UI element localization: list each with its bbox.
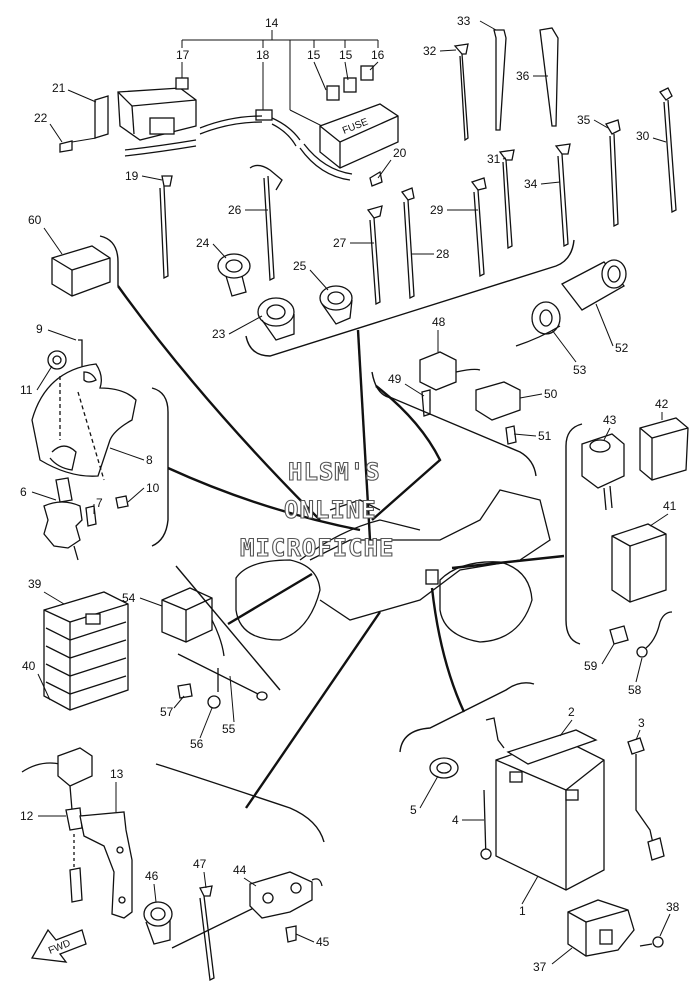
watermark: HLSM'S ONLINE MICROFICHE xyxy=(239,457,395,562)
callout-53: 53 xyxy=(573,363,587,377)
callout-18: 18 xyxy=(256,48,270,62)
callout-43: 43 xyxy=(603,413,617,427)
callout-9: 9 xyxy=(36,322,43,336)
callout-11: 11 xyxy=(20,383,33,397)
callout-55: 55 xyxy=(222,722,236,736)
callout-28: 28 xyxy=(436,247,450,261)
callout-5: 5 xyxy=(410,803,417,817)
rectifier-regulator xyxy=(43,591,129,711)
left-top-bracket xyxy=(99,235,119,286)
callout-15b: 15 xyxy=(339,48,353,62)
callout-27: 27 xyxy=(333,236,347,250)
sensor-group-bracket xyxy=(175,565,281,691)
callout-45: 45 xyxy=(316,935,330,949)
brake-switch-group xyxy=(143,871,323,981)
callout-44: 44 xyxy=(233,863,247,877)
callout-12: 12 xyxy=(20,809,34,823)
relay-group-bracket xyxy=(371,371,537,477)
callout-15a: 15 xyxy=(307,48,321,62)
callout-47: 47 xyxy=(193,857,207,871)
battery-group-bracket xyxy=(399,682,535,753)
right-group-bracket xyxy=(565,423,583,645)
cable-ties-top xyxy=(453,27,677,228)
watermark-line-2: ONLINE xyxy=(284,496,377,524)
callout-56: 56 xyxy=(190,737,204,751)
callout-1: 1 xyxy=(519,904,526,918)
sensor-54-group xyxy=(161,587,268,709)
callout-38: 38 xyxy=(666,900,680,914)
callout-7: 7 xyxy=(96,496,103,510)
watermark-line-1: HLSM'S xyxy=(288,458,381,486)
callout-37: 37 xyxy=(533,960,547,974)
callout-6: 6 xyxy=(20,485,27,499)
callout-52: 52 xyxy=(615,341,629,355)
callout-54: 54 xyxy=(122,591,136,605)
callout-24: 24 xyxy=(196,236,210,250)
fuse-holder-block xyxy=(59,87,197,157)
callout-21: 21 xyxy=(52,81,66,95)
motorcycle-outline xyxy=(235,489,551,643)
callout-32: 32 xyxy=(423,44,437,58)
callout-33: 33 xyxy=(457,14,471,28)
callout-42: 42 xyxy=(655,397,669,411)
callout-39: 39 xyxy=(28,577,42,591)
callout-3: 3 xyxy=(638,716,645,730)
callout-23: 23 xyxy=(212,327,226,341)
callout-60: 60 xyxy=(28,213,42,227)
callout-10: 10 xyxy=(146,481,160,495)
callout-22: 22 xyxy=(34,111,48,125)
fuse-box: FUSE xyxy=(299,65,399,187)
bottom-group-bracket xyxy=(155,763,325,843)
callout-41: 41 xyxy=(663,499,677,513)
callout-4: 4 xyxy=(452,813,459,827)
callout-59: 59 xyxy=(584,659,598,673)
callout-numbers: 14 17 18 15 15 16 21 22 20 33 32 36 35 3… xyxy=(20,14,680,974)
clamps-23-24-25 xyxy=(217,253,353,341)
relays-right xyxy=(581,417,689,658)
starter-relay xyxy=(567,899,664,957)
callout-16: 16 xyxy=(371,48,385,62)
callout-57: 57 xyxy=(160,705,174,719)
cable-ties-middle xyxy=(159,143,571,306)
callout-20: 20 xyxy=(393,146,407,160)
callout-35: 35 xyxy=(577,113,591,127)
ignition-cover-assembly xyxy=(31,339,137,561)
callout-30: 30 xyxy=(636,129,650,143)
pointer-lines xyxy=(117,285,565,809)
part-60-unit xyxy=(51,245,111,297)
callout-29: 29 xyxy=(430,203,444,217)
sensor-12-assembly: FWD xyxy=(21,747,133,963)
cover-group-bracket xyxy=(151,387,169,547)
callout-58: 58 xyxy=(628,683,642,697)
relay-48-group xyxy=(419,351,521,445)
accessory-socket xyxy=(515,259,627,347)
callout-17: 17 xyxy=(176,48,190,62)
callout-50: 50 xyxy=(544,387,558,401)
watermark-line-3: MICROFICHE xyxy=(240,534,395,562)
callout-40: 40 xyxy=(22,659,36,673)
callout-51: 51 xyxy=(538,429,552,443)
callout-31: 31 xyxy=(487,152,501,166)
callout-48: 48 xyxy=(432,315,446,329)
callout-14: 14 xyxy=(265,16,279,30)
callout-34: 34 xyxy=(524,177,538,191)
clamp-group-bracket xyxy=(245,239,575,357)
callout-36: 36 xyxy=(516,69,530,83)
callout-19: 19 xyxy=(125,169,139,183)
callout-46: 46 xyxy=(145,869,159,883)
callout-2: 2 xyxy=(568,705,575,719)
callout-8: 8 xyxy=(146,453,153,467)
callout-26: 26 xyxy=(228,203,242,217)
callout-25: 25 xyxy=(293,259,307,273)
battery-group xyxy=(429,717,665,891)
callout-13: 13 xyxy=(110,767,124,781)
callout-49: 49 xyxy=(388,372,402,386)
